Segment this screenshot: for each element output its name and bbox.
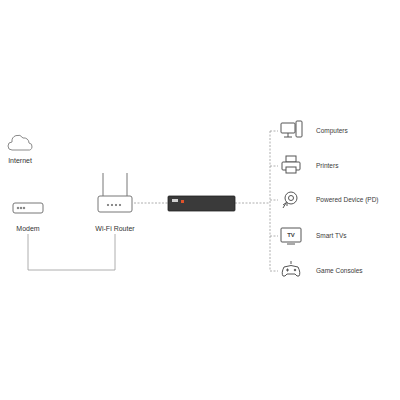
device-label: Modem [16, 225, 39, 233]
modem-icon-part [20, 207, 22, 209]
computer-icon-part [281, 123, 295, 133]
gamepad-icon [282, 261, 300, 276]
switch-device-part [181, 200, 184, 203]
modem-icon-part [17, 207, 19, 209]
router-icon-part [119, 204, 120, 205]
end-device: Game Consoles [316, 266, 367, 276]
router-icon [98, 173, 132, 212]
tv-icon-part [287, 244, 295, 245]
network-wires-part [270, 236, 278, 237]
gamepad-icon-part [287, 269, 288, 272]
device-label: Smart TVs [316, 232, 347, 240]
network-wires [134, 131, 278, 271]
camera-icon-part [283, 203, 286, 208]
network-wires-part [270, 131, 278, 132]
network-wires-part [235, 203, 270, 204]
network-wires-part [134, 203, 168, 204]
end-device: Powered Device (PD) [316, 195, 383, 205]
router-icon-part [103, 173, 104, 196]
router-icon-part [98, 196, 132, 212]
modem-icon-part [13, 203, 43, 213]
printer-icon-part [286, 167, 296, 173]
network-wires-part [270, 131, 271, 271]
switch-device-part [168, 196, 235, 211]
network-cable [28, 234, 115, 270]
gamepad-icon-part [282, 266, 300, 277]
device-label: Game Consoles [316, 267, 363, 275]
computer-icon-part [296, 121, 302, 137]
router-icon-part [107, 204, 108, 205]
gamepad-icon-part [291, 261, 292, 264]
device-label: Printers [316, 162, 338, 170]
device-label: Powered Device (PD) [316, 196, 379, 204]
cloud-icon-part [8, 135, 32, 150]
tv-icon [281, 228, 301, 244]
router-icon-part [115, 204, 116, 205]
computer-icon-part [284, 137, 292, 138]
end-device: Smart TVs [316, 231, 351, 241]
switch-device-part [172, 199, 178, 202]
device-label: Computers [316, 127, 348, 135]
device-label: Internet [8, 157, 32, 165]
network-wires-part [270, 271, 278, 272]
camera-icon-part [285, 192, 297, 204]
end-device: Printers [316, 161, 343, 171]
router-icon-part [111, 204, 112, 205]
network-device: Wi-Fi Router [92, 168, 138, 234]
gamepad-icon-part [286, 270, 289, 271]
cloud-icon [8, 135, 32, 150]
icon-label: TV [287, 232, 295, 239]
computer-icon-part [288, 133, 289, 137]
printer-icon-part [286, 156, 296, 162]
camera-icon [283, 192, 297, 208]
tv-icon-part [281, 228, 301, 242]
gamepad-icon-part [294, 269, 296, 271]
network-device: Internet [5, 134, 35, 166]
network-wires-part [270, 166, 278, 167]
modem-icon [13, 203, 43, 213]
network-device: Modem [10, 198, 46, 234]
modem-icon-part [23, 207, 25, 209]
camera-icon-part [289, 196, 294, 201]
device-label: Wi-Fi Router [95, 225, 134, 233]
router-icon-part [127, 173, 128, 196]
printer-icon [282, 156, 300, 173]
network-wires-part [270, 200, 278, 201]
end-device: Computers [316, 126, 352, 136]
switch-device [168, 196, 235, 211]
computer-icon [281, 121, 302, 137]
